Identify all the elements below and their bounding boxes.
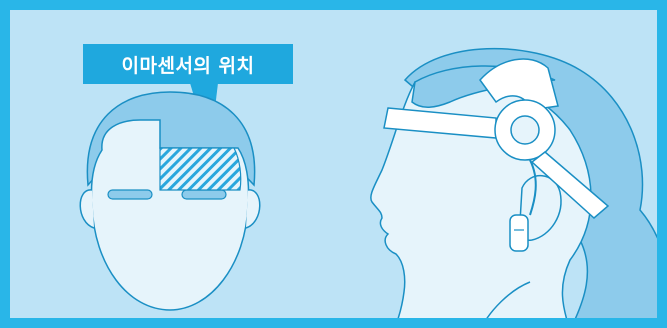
sensor-location-callout: 이마센서의 위치 xyxy=(83,44,293,84)
ear-clip-sensor-icon xyxy=(510,215,528,251)
right-eyebrow xyxy=(182,190,226,199)
forehead-sensor-icon xyxy=(160,148,241,190)
callout-label: 이마센서의 위치 xyxy=(122,51,255,78)
left-eyebrow xyxy=(108,190,152,199)
head-front-icon xyxy=(80,92,260,310)
